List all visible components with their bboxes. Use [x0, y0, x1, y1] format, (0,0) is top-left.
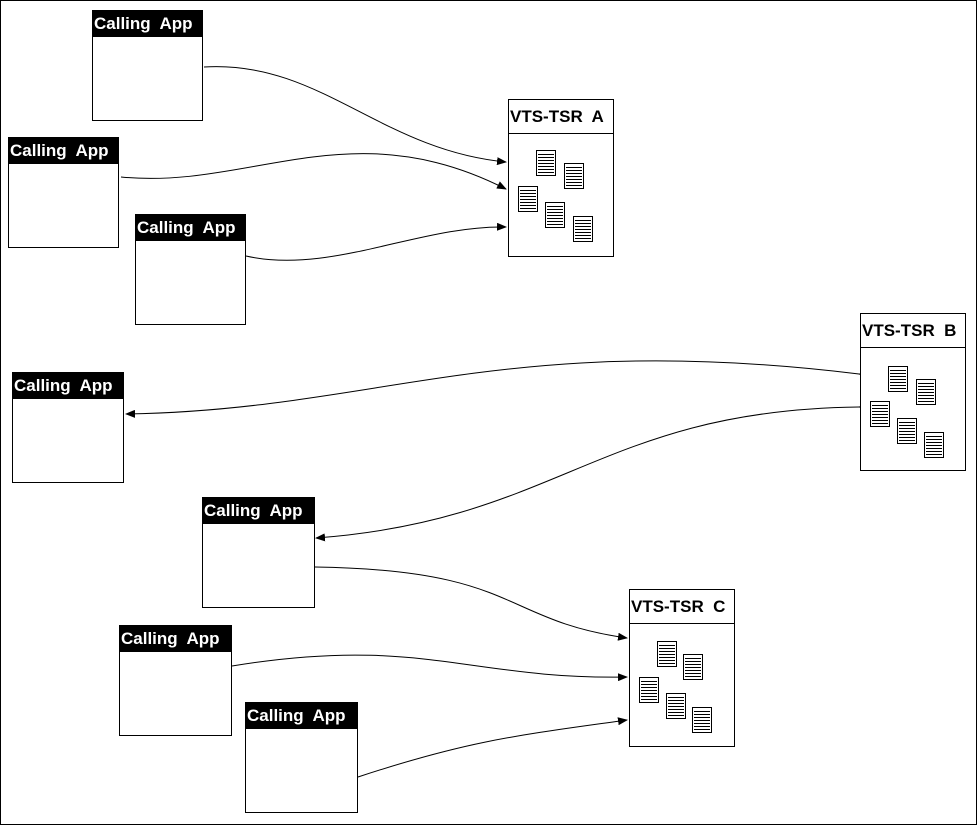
calling-app-6-title: Calling App [120, 626, 231, 652]
document-icon [888, 366, 908, 392]
connection-app7-to-tsr-c [357, 717, 628, 778]
document-icon [683, 654, 703, 680]
document-icon [692, 707, 712, 733]
vts-tsr-b-title: VTS-TSR B [861, 314, 965, 348]
calling-app-7-title: Calling App [246, 703, 357, 729]
document-icon [916, 379, 936, 405]
calling-app-5-title: Calling App [203, 498, 314, 524]
document-icon [870, 401, 890, 427]
calling-app-2[interactable]: Calling App [8, 137, 119, 248]
document-icon [639, 677, 659, 703]
calling-app-3[interactable]: Calling App [135, 214, 246, 325]
calling-app-1[interactable]: Calling App [92, 10, 203, 121]
document-icon [924, 432, 944, 458]
calling-app-7[interactable]: Calling App [245, 702, 358, 813]
connection-app3-to-tsr-a [245, 222, 507, 261]
calling-app-6[interactable]: Calling App [119, 625, 232, 736]
vts-tsr-c-box[interactable]: VTS-TSR C [629, 589, 735, 747]
calling-app-4[interactable]: Calling App [12, 372, 124, 483]
connection-app5-to-tsr-c [314, 566, 628, 641]
calling-app-3-title: Calling App [136, 215, 245, 241]
document-icon [666, 693, 686, 719]
calling-app-4-title: Calling App [13, 373, 123, 399]
connection-app1-to-tsr-a [203, 66, 507, 166]
connection-tsr-b-to-app5 [315, 402, 869, 542]
document-icon [564, 163, 584, 189]
document-icon [897, 418, 917, 444]
calling-app-2-title: Calling App [9, 138, 118, 164]
connection-app6-to-tsr-c [231, 654, 628, 682]
connection-app2-to-tsr-a [120, 153, 507, 190]
calling-app-1-title: Calling App [93, 11, 202, 37]
document-icon [518, 186, 538, 212]
document-icon [545, 202, 565, 228]
vts-tsr-b-box[interactable]: VTS-TSR B [860, 313, 966, 471]
document-icon [657, 641, 677, 667]
document-icon [573, 216, 593, 242]
connection-tsr-b-to-app4 [125, 360, 869, 418]
document-icon [536, 150, 556, 176]
vts-tsr-a-box[interactable]: VTS-TSR A [508, 99, 614, 257]
calling-app-5[interactable]: Calling App [202, 497, 315, 608]
vts-tsr-c-title: VTS-TSR C [630, 590, 734, 624]
vts-tsr-a-title: VTS-TSR A [509, 100, 613, 134]
